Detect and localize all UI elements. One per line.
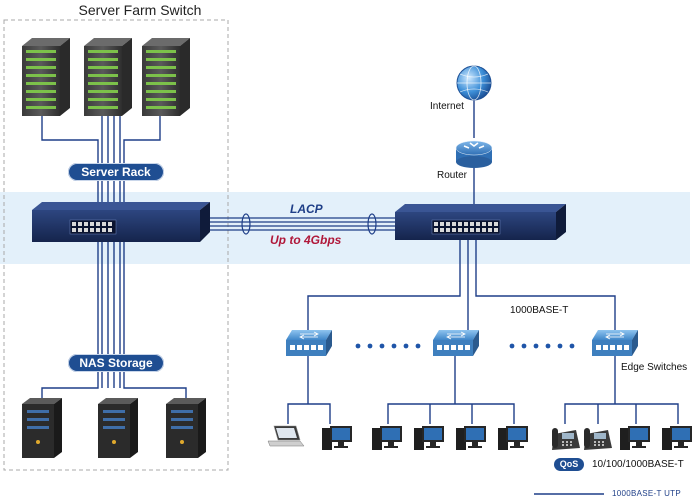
server-rack-label: Server Rack <box>68 163 164 181</box>
router-label: Router <box>437 170 468 181</box>
ip-phone-icon <box>552 428 612 450</box>
core-switch-icon <box>395 204 566 240</box>
legend-label: 1000BASE-T UTP <box>612 489 681 498</box>
nas-storage-label: NAS Storage <box>68 354 164 372</box>
diagram-title: Server Farm Switch <box>78 2 202 18</box>
access-speed-label: 10/100/1000BASE-T <box>592 459 684 470</box>
core-switch-icon <box>32 202 210 242</box>
throughput-label: Up to 4Gbps <box>270 233 342 247</box>
server-rack-icon <box>22 38 190 116</box>
internet-label: Internet <box>430 101 464 112</box>
edge-switches-label: Edge Switches <box>621 362 688 373</box>
laptop-icon <box>267 425 305 447</box>
router-icon <box>455 140 493 168</box>
nas-storage-icon <box>22 398 206 458</box>
lacp-trunk <box>196 213 398 235</box>
edge-switch-icon <box>286 330 638 356</box>
uplink-speed-label: 1000BASE-T <box>510 305 569 316</box>
globe-icon <box>456 63 496 101</box>
server-farm-boundary <box>3 19 229 471</box>
qos-badge: QoS <box>554 458 584 471</box>
lacp-label: LACP <box>290 202 323 216</box>
more-switches-dots <box>355 343 575 349</box>
desktop-pc-icon <box>322 426 692 450</box>
